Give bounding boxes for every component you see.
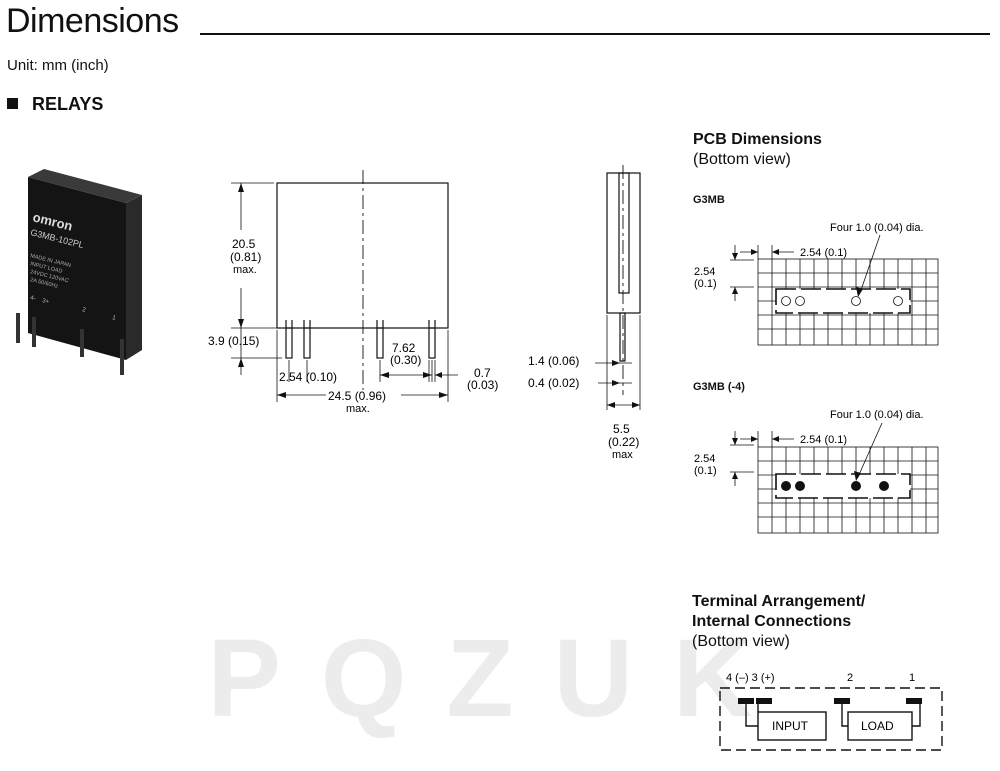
pin-width-value: 0.7 [474, 366, 491, 380]
pcb-title: PCB Dimensions [693, 131, 822, 148]
terminal-pins-4-3: 4 (–) 3 (+) [726, 672, 775, 684]
input-label: INPUT [772, 719, 809, 733]
height-value: 20.5 [232, 237, 256, 251]
pcb-view-1-v-inch: (0.1) [694, 278, 717, 290]
pcb-view-2-label: G3MB (-4) [693, 381, 745, 393]
depth-max: max [612, 449, 633, 461]
pcb-view-1-label: G3MB [693, 194, 725, 206]
relay-pin-4: 4- [30, 295, 37, 302]
unit-label: Unit: mm (inch) [7, 57, 109, 74]
depth-value: 5.5 [613, 422, 630, 436]
pcb-view-2: Four 1.0 (0.04) dia. 2.54 (0.1) 2.54 (0.… [694, 409, 939, 534]
width-value: 24.5 (0.96) [328, 389, 386, 403]
terminal-title-2: Internal Connections [692, 613, 852, 630]
height-max: max. [233, 264, 257, 276]
page-title: Dimensions [6, 2, 179, 40]
pin-width-inch: (0.03) [467, 378, 498, 392]
side-dim-a: 1.4 (0.06) [528, 354, 579, 368]
terminal-pin-2: 2 [847, 672, 853, 684]
pitch-a: 2.54 (0.10) [279, 370, 337, 384]
height-inch: (0.81) [230, 250, 261, 264]
pcb-view-2-v-value: 2.54 [694, 453, 715, 465]
pcb-view-1-hole-note: Four 1.0 (0.04) dia. [830, 222, 924, 234]
pin-length: 3.9 (0.15) [208, 334, 259, 348]
relay-pin-2: 2 [82, 307, 87, 314]
title-rule [200, 33, 990, 35]
side-view-drawing: 1.4 (0.06) 0.4 (0.02) 5.5 (0.22) max [528, 165, 641, 461]
pcb-view-1-pitch: 2.54 (0.1) [800, 247, 847, 259]
terminal-title-1: Terminal Arrangement/ [692, 593, 866, 610]
terminal-diagram: 4 (–) 3 (+) 2 1 INPUT LOAD [719, 672, 943, 751]
pcb-subtitle: (Bottom view) [693, 151, 791, 168]
relay-pin-1: 1 [112, 315, 117, 322]
pcb-view-2-hole-note: Four 1.0 (0.04) dia. [830, 409, 924, 421]
pitch-b-value: 7.62 [392, 341, 416, 355]
relay-photo: omron G3MB-102PL MADE IN JAPAN INPUT LOA… [16, 169, 142, 375]
load-label: LOAD [861, 719, 894, 733]
pcb-view-2-v-inch: (0.1) [694, 465, 717, 477]
terminal-pin-1: 1 [909, 672, 915, 684]
section-title: RELAYS [7, 94, 103, 115]
terminal-subtitle: (Bottom view) [692, 633, 790, 650]
pcb-view-1: Four 1.0 (0.04) dia. 2.54 (0.1) 2.54 (0.… [694, 222, 939, 346]
front-view-drawing: 20.5 (0.81) max. 3.9 (0.15) 2.54 (0.10) … [208, 170, 498, 415]
pcb-view-2-pitch: 2.54 (0.1) [800, 434, 847, 446]
relay-pin-3: 3+ [42, 298, 51, 306]
side-dim-b: 0.4 (0.02) [528, 376, 579, 390]
width-max: max. [346, 403, 370, 415]
depth-inch: (0.22) [608, 435, 639, 449]
pitch-b-inch: (0.30) [390, 353, 421, 367]
square-bullet-icon [7, 98, 18, 109]
section-title-text: RELAYS [32, 94, 104, 114]
watermark: PQZUK [207, 617, 793, 740]
pcb-view-1-v-value: 2.54 [694, 266, 715, 278]
